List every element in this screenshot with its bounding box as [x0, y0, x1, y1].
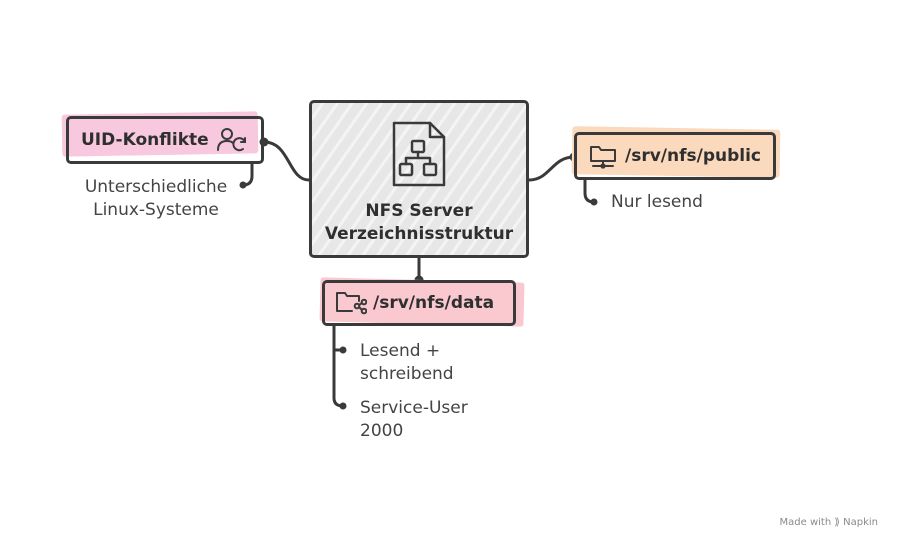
uid-note-line2: Linux-Systeme	[93, 200, 219, 220]
footer-made-with: Made with	[779, 517, 832, 528]
data-note-1-line2: schreibend	[360, 364, 454, 384]
data-note-1: Lesend + schreibend	[360, 340, 454, 386]
data-note-2-line1: Service-User	[360, 398, 468, 418]
data-label: /srv/nfs/data	[373, 293, 495, 313]
connector-data-notes	[332, 324, 345, 408]
network-folder-icon	[590, 146, 616, 169]
center-title-line1: NFS Server	[365, 201, 473, 221]
nfs-server-box	[309, 100, 529, 258]
public-note: Nur lesend	[611, 192, 703, 212]
connector-uid-note	[241, 161, 254, 187]
public-label: /srv/nfs/public	[625, 146, 761, 166]
data-note-2-line2: 2000	[360, 421, 404, 441]
network-document-icon	[392, 121, 446, 187]
shared-folder-icon	[336, 292, 367, 315]
data-note-1-line1: Lesend +	[360, 341, 441, 361]
user-sync-icon	[216, 128, 246, 152]
connector-public-note	[583, 178, 596, 204]
footer-brand: Napkin	[843, 517, 878, 528]
uid-note: Unterschiedliche Linux-Systeme	[76, 176, 236, 222]
uid-konflikte-box: UID-Konflikte	[66, 116, 264, 164]
connector-uid-center	[262, 140, 311, 182]
connector-center-public	[527, 155, 576, 182]
public-box: /srv/nfs/public	[574, 132, 776, 180]
uid-note-line1: Unterschiedliche	[84, 177, 228, 197]
napkin-logo-icon: ⟫	[834, 517, 840, 528]
footer-credit: Made with ⟫ Napkin	[780, 517, 878, 528]
data-note-2: Service-User 2000	[360, 397, 468, 443]
uid-konflikte-label: UID-Konflikte	[81, 130, 209, 150]
center-title-line2: Verzeichnisstruktur	[324, 224, 514, 244]
center-title: NFS Server Verzeichnisstruktur	[309, 200, 529, 246]
data-box: /srv/nfs/data	[322, 280, 516, 326]
